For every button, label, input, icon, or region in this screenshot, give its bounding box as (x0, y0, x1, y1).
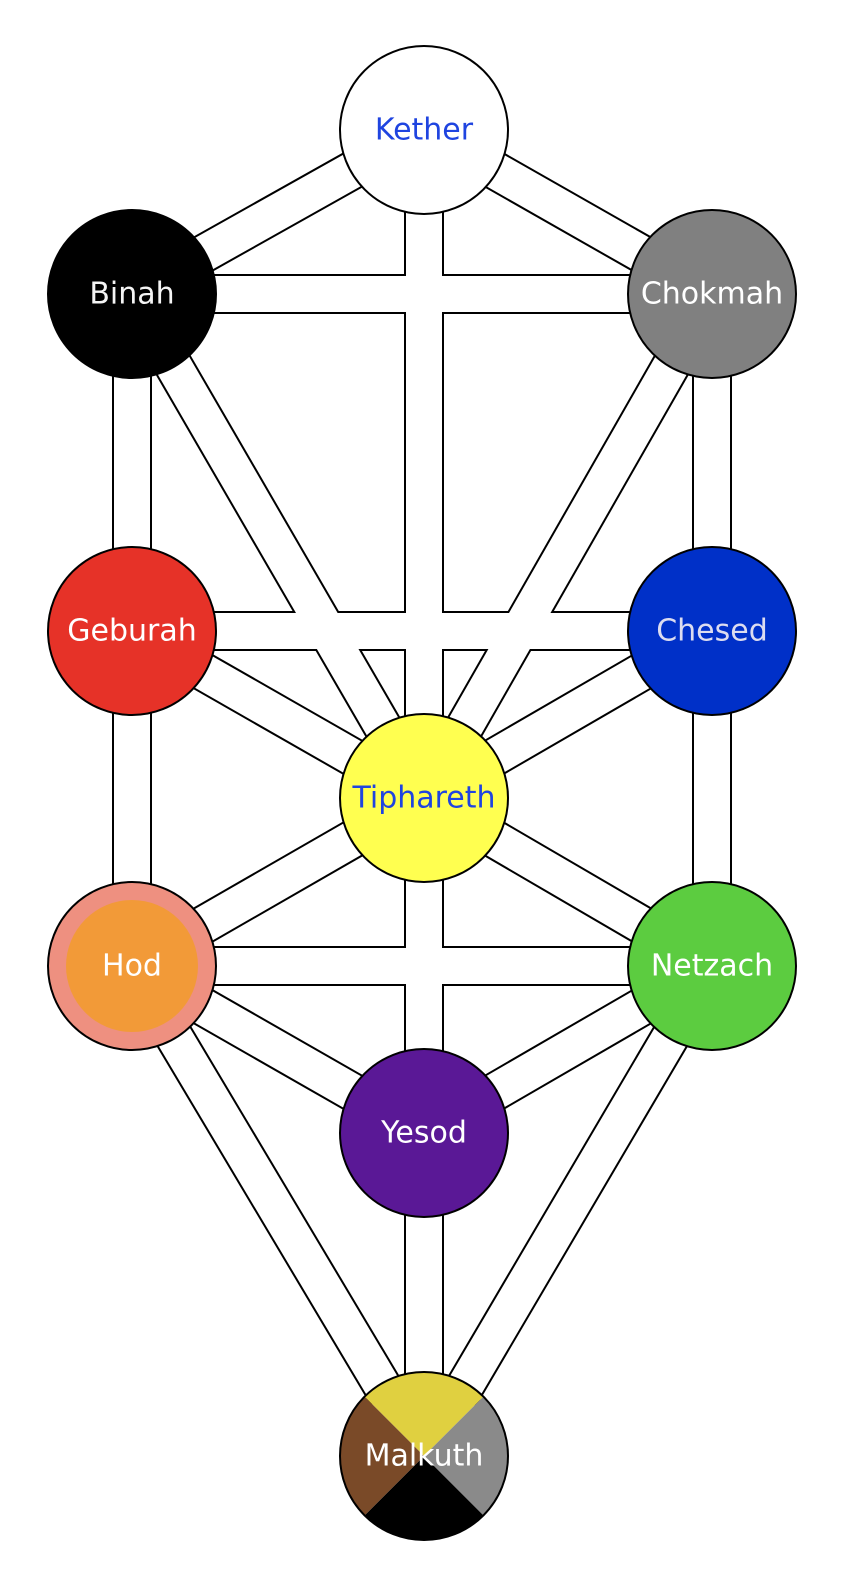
path-hod-malkuth (116, 956, 440, 1466)
malkuth-quadrant-right (424, 1372, 508, 1540)
path-binah-tiphareth (116, 284, 440, 808)
sephirah-chesed: Chesed (627, 546, 797, 716)
malkuth-quadrant-bottom (340, 1456, 508, 1540)
sephirah-hod: Hod (47, 881, 217, 1051)
sephirah-circle-kether (339, 45, 509, 215)
sephirah-circle-tiphareth (339, 713, 509, 883)
path-netzach-malkuth (408, 956, 728, 1466)
sephirah-label-hod: Hod (102, 949, 162, 984)
sephirah-label-yesod: Yesod (380, 1116, 467, 1151)
sephirah-label-malkuth: Malkuth (365, 1439, 484, 1474)
sephirah-tiphareth: Tiphareth (339, 713, 509, 883)
sephirah-chokmah: Chokmah (627, 209, 797, 379)
path-chokmah-tiphareth (408, 285, 728, 807)
sephirah-label-tiphareth: Tiphareth (351, 781, 495, 816)
sephirah-circle-chokmah (627, 209, 797, 379)
sephirah-outline-malkuth (339, 1371, 509, 1541)
sephirah-label-chokmah: Chokmah (641, 277, 783, 312)
sephirah-label-chesed: Chesed (656, 614, 768, 649)
malkuth-quadrant-top (340, 1372, 508, 1456)
sephirah-label-kether: Kether (375, 113, 474, 148)
sephirah-kether: Kether (339, 45, 509, 215)
sephirah-circle-netzach (627, 881, 797, 1051)
sephirah-malkuth: Malkuth (339, 1371, 509, 1541)
sephirah-circle-chesed (627, 546, 797, 716)
sephirah-circle-binah (47, 209, 217, 379)
malkuth-quadrant-left (340, 1372, 424, 1540)
sephirah-yesod: Yesod (339, 1048, 509, 1218)
sephirah-binah: Binah (47, 209, 217, 379)
sephirah-label-binah: Binah (89, 277, 174, 312)
sephirah-circle-hod (66, 900, 198, 1032)
sephirah-label-netzach: Netzach (651, 949, 773, 984)
sephirah-circle-yesod (339, 1048, 509, 1218)
sephirah-geburah: Geburah (47, 546, 217, 716)
sephirah-netzach: Netzach (627, 881, 797, 1051)
sephirah-circle-geburah (47, 546, 217, 716)
sephirah-label-geburah: Geburah (67, 614, 197, 649)
